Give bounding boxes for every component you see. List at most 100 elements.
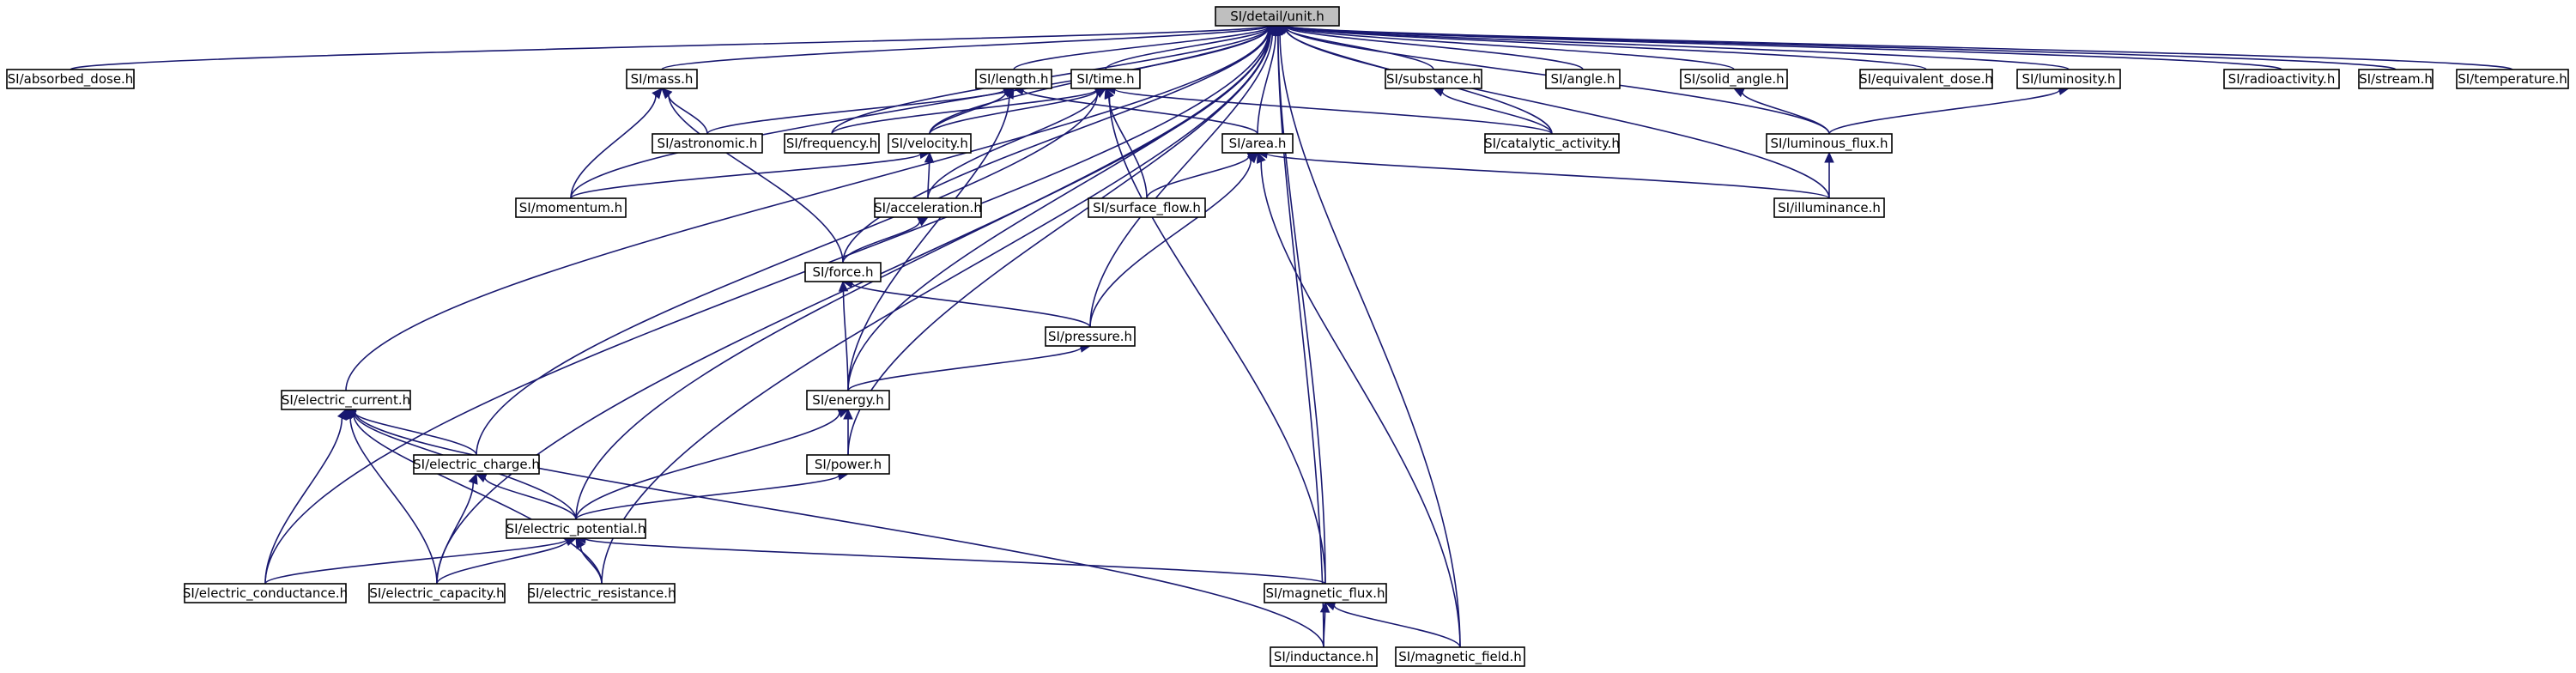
- node-label: SI/radioactivity.h: [2228, 71, 2336, 87]
- node-electric_potential[interactable]: SI/electric_potential.h: [506, 518, 646, 539]
- node-electric_charge[interactable]: SI/electric_charge.h: [413, 454, 540, 475]
- edge-velocity-to-length: [929, 88, 1015, 135]
- node-electric_conductance[interactable]: SI/electric_conductance.h: [183, 583, 348, 603]
- node-frequency[interactable]: SI/frequency.h: [784, 133, 880, 154]
- node-absorbed_dose[interactable]: SI/absorbed_dose.h: [6, 69, 135, 89]
- edge-electric_resistance-to-electric_potential: [575, 537, 603, 585]
- node-box: [806, 390, 890, 410]
- arrowhead: [575, 537, 585, 549]
- arrowhead: [924, 151, 935, 163]
- arrowhead: [1266, 25, 1278, 36]
- edge-illuminance-to-luminous_flux: [1824, 151, 1834, 198]
- node-electric_capacity[interactable]: SI/electric_capacity.h: [368, 583, 506, 603]
- arrowhead: [475, 473, 488, 483]
- node-force[interactable]: SI/force.h: [804, 262, 882, 282]
- node-pressure[interactable]: SI/pressure.h: [1045, 326, 1136, 347]
- node-box: [281, 390, 411, 410]
- arrowhead: [1246, 152, 1258, 164]
- arrowhead: [1824, 151, 1834, 163]
- node-illuminance[interactable]: SI/illuminance.h: [1773, 197, 1885, 218]
- node-velocity[interactable]: SI/velocity.h: [888, 133, 972, 154]
- node-catalytic_activity[interactable]: SI/catalytic_activity.h: [1484, 133, 1620, 154]
- arrowhead: [1105, 87, 1114, 100]
- node-radioactivity[interactable]: SI/radioactivity.h: [2223, 69, 2340, 89]
- arrowhead: [1257, 151, 1266, 164]
- node-time[interactable]: SI/time.h: [1070, 69, 1141, 89]
- node-box: [626, 69, 698, 89]
- node-label: SI/detail/unit.h: [1230, 9, 1324, 24]
- node-magnetic_field[interactable]: SI/magnetic_field.h: [1395, 646, 1525, 667]
- node-box: [1680, 69, 1788, 89]
- node-inductance[interactable]: SI/inductance.h: [1270, 646, 1378, 667]
- node-box: [1395, 646, 1525, 667]
- node-box: [1088, 197, 1206, 218]
- edge-force-to-mass: [661, 88, 844, 264]
- node-label: SI/frequency.h: [786, 136, 877, 151]
- node-length[interactable]: SI/length.h: [975, 69, 1052, 89]
- node-box: [888, 133, 972, 154]
- node-electric_resistance[interactable]: SI/electric_resistance.h: [527, 583, 676, 603]
- edge-area-to-length: [1012, 85, 1258, 135]
- node-substance[interactable]: SI/substance.h: [1385, 69, 1482, 89]
- node-surface_flow[interactable]: SI/surface_flow.h: [1088, 197, 1206, 218]
- node-label: SI/electric_current.h: [282, 392, 410, 409]
- node-label: SI/electric_conductance.h: [183, 585, 348, 602]
- node-unit[interactable]: SI/detail/unit.h: [1215, 6, 1340, 27]
- edge-magnetic_field-to-magnetic_flux: [1324, 601, 1461, 648]
- node-label: SI/area.h: [1229, 136, 1287, 151]
- node-electric_current[interactable]: SI/electric_current.h: [281, 390, 411, 410]
- node-energy[interactable]: SI/energy.h: [806, 390, 890, 410]
- edge-catalytic_activity-to-substance: [1432, 87, 1553, 135]
- node-area[interactable]: SI/area.h: [1221, 133, 1294, 154]
- node-box: [2016, 69, 2121, 89]
- node-box: [1484, 133, 1620, 154]
- node-label: SI/temperature.h: [2458, 71, 2567, 87]
- node-equivalent_dose[interactable]: SI/equivalent_dose.h: [1859, 69, 1993, 89]
- node-box: [1859, 69, 1993, 89]
- node-angle[interactable]: SI/angle.h: [1545, 69, 1621, 89]
- node-label: SI/energy.h: [812, 392, 883, 408]
- node-label: SI/illuminance.h: [1778, 200, 1881, 215]
- edge-pressure-to-area: [1089, 152, 1258, 328]
- arrowhead: [1732, 88, 1745, 98]
- edge-electric_resistance-to-electric_current: [345, 409, 603, 585]
- node-momentum[interactable]: SI/momentum.h: [515, 197, 627, 218]
- edge-mass-to-unit: [661, 21, 1279, 70]
- node-box: [806, 454, 890, 475]
- edge-power-to-unit: [847, 25, 1278, 456]
- node-acceleration[interactable]: SI/acceleration.h: [874, 197, 982, 218]
- arrowhead: [1319, 601, 1330, 613]
- node-box: [2223, 69, 2340, 89]
- node-luminosity[interactable]: SI/luminosity.h: [2016, 69, 2121, 89]
- node-solid_angle[interactable]: SI/solid_angle.h: [1680, 69, 1788, 89]
- edge-stream-to-unit: [1276, 21, 2397, 70]
- node-label: SI/acceleration.h: [874, 200, 982, 215]
- edge-electric_resistance-to-unit: [601, 25, 1278, 585]
- node-layer: SI/detail/unit.hSI/absorbed_dose.h SI/mas…: [6, 6, 2569, 667]
- edge-magnetic_flux-to-time: [1105, 87, 1326, 585]
- edge-electric_capacity-to-electric_charge: [436, 472, 478, 585]
- node-mass[interactable]: SI/mass.h: [626, 69, 698, 89]
- node-box: [528, 583, 676, 603]
- node-label: SI/surface_flow.h: [1093, 200, 1201, 216]
- node-power[interactable]: SI/power.h: [806, 454, 890, 475]
- node-label: SI/momentum.h: [519, 200, 622, 215]
- node-temperature[interactable]: SI/temperature.h: [2456, 69, 2569, 89]
- node-box: [1070, 69, 1141, 89]
- node-astronomic[interactable]: SI/astronomic.h: [652, 133, 763, 154]
- node-stream[interactable]: SI/stream.h: [2358, 69, 2434, 89]
- node-label: SI/angle.h: [1551, 71, 1615, 87]
- node-box: [652, 133, 763, 154]
- node-label: SI/catalytic_activity.h: [1484, 136, 1620, 152]
- node-magnetic_flux[interactable]: SI/magnetic_flux.h: [1264, 583, 1387, 603]
- node-box: [1221, 133, 1294, 154]
- edge-absorbed_dose-to-unit: [70, 21, 1279, 70]
- node-luminous_flux[interactable]: SI/luminous_flux.h: [1766, 133, 1893, 154]
- edge-luminosity-to-unit: [1276, 21, 2070, 70]
- arrowhead: [838, 280, 849, 292]
- edge-electric_conductance-to-electric_potential: [264, 534, 578, 585]
- node-box: [1766, 133, 1893, 154]
- arrowhead: [468, 472, 478, 485]
- edge-electric_conductance-to-unit: [264, 25, 1279, 585]
